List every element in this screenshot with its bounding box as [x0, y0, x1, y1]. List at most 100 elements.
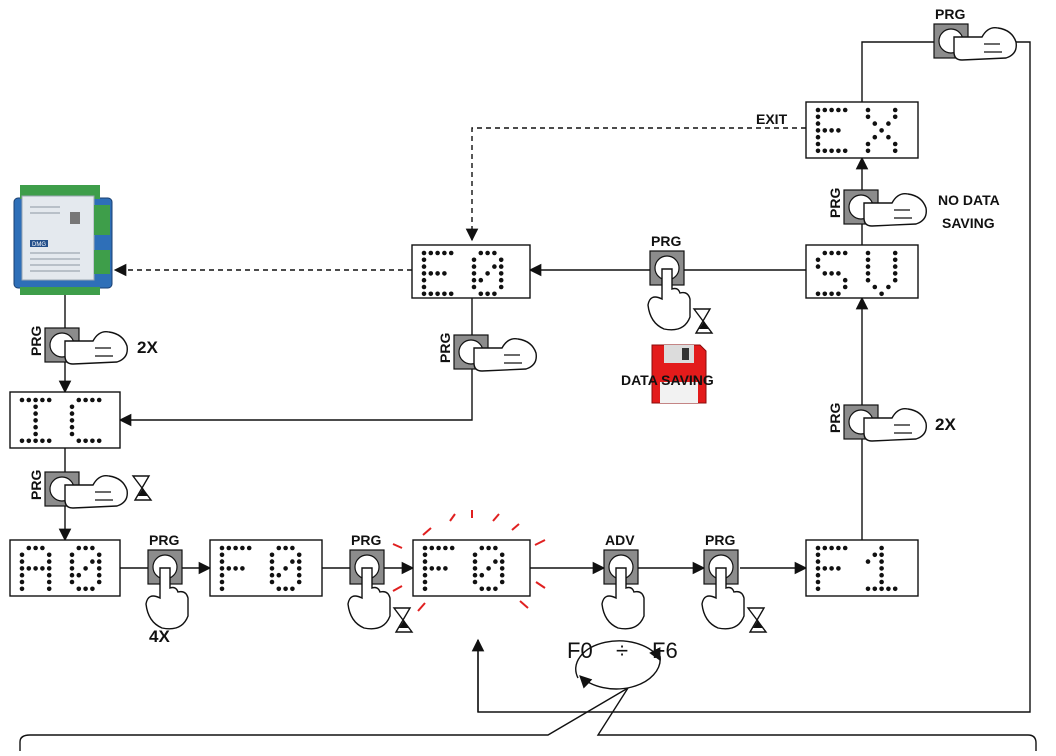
display-dot — [866, 264, 871, 269]
display-dot — [816, 546, 821, 551]
e0-to-ic-arrow — [120, 298, 472, 420]
display-dot — [886, 121, 891, 126]
callout-box — [20, 688, 1036, 751]
display-dot — [77, 546, 82, 551]
display-dot — [422, 292, 427, 297]
ic-display — [10, 392, 120, 448]
display-dot — [450, 546, 455, 551]
display-dot — [836, 271, 841, 276]
buttons[interactable]: PRG PRG PRG PRG PRG PRG PRG PRG ADV PRG PRG — [28, 6, 1016, 632]
display-dot — [492, 251, 497, 256]
prg-button-ic[interactable]: PRG — [28, 470, 151, 508]
display-dot — [423, 566, 428, 571]
save-display — [806, 245, 918, 298]
display-dot — [20, 587, 25, 592]
display-dot — [270, 566, 275, 571]
display-dot — [297, 573, 302, 578]
display-dot — [485, 251, 490, 256]
display-dot — [886, 285, 891, 290]
range-end-label: F6 — [652, 638, 678, 663]
adv-button[interactable]: ADV — [602, 532, 644, 629]
display-dot — [283, 546, 288, 551]
display-dot — [836, 546, 841, 551]
display-dot — [879, 587, 884, 592]
display-dot — [486, 566, 491, 571]
display-dot — [297, 580, 302, 585]
display-dot — [486, 587, 491, 592]
display-dot — [472, 285, 477, 290]
display-dot — [27, 566, 32, 571]
display-dot — [423, 573, 428, 578]
display-dot — [499, 271, 504, 276]
display-dot — [33, 566, 38, 571]
display-dot — [499, 278, 504, 283]
display-dot — [480, 587, 485, 592]
times-4x-label: 4X — [149, 627, 170, 646]
display-dot — [70, 573, 75, 578]
range-start-label: F0 — [567, 638, 593, 663]
display-dot — [220, 546, 225, 551]
prg-button-save[interactable]: PRG — [648, 233, 712, 333]
display-dot — [829, 108, 834, 113]
display-dot — [220, 573, 225, 578]
display-dot — [227, 546, 232, 551]
display-dot — [97, 559, 102, 564]
display-dot — [90, 398, 95, 403]
times-2x-label-left: 2X — [137, 338, 158, 357]
display-dot — [843, 285, 848, 290]
display-dot — [97, 566, 102, 571]
display-dot — [436, 566, 441, 571]
display-dot — [47, 439, 52, 444]
display-dot — [270, 580, 275, 585]
display-dot — [270, 553, 275, 558]
display-dot — [423, 559, 428, 564]
display-dot — [893, 258, 898, 263]
device-brand: DMG — [32, 242, 46, 248]
prg-button-device[interactable]: PRG — [28, 326, 127, 364]
display-dot — [500, 566, 505, 571]
hourglass-icon — [694, 309, 712, 333]
prg-button-f1[interactable]: PRG — [827, 403, 926, 441]
display-dot — [879, 573, 884, 578]
display-dot — [47, 580, 52, 585]
prg-button-f0-confirm[interactable]: PRG — [702, 532, 766, 632]
display-dot — [422, 278, 427, 283]
prg-button-a0[interactable]: PRG — [146, 532, 188, 629]
device-module-icon: DMG — [14, 185, 112, 295]
display-dot — [97, 553, 102, 558]
display-dot — [83, 546, 88, 551]
display-dot — [227, 566, 232, 571]
display-dot — [816, 149, 821, 154]
display-dot — [290, 559, 295, 564]
display-dot — [20, 398, 25, 403]
display-dot — [233, 566, 238, 571]
display-dot — [277, 587, 282, 592]
display-dot — [40, 566, 45, 571]
exit-to-e0-dashed — [472, 128, 806, 240]
display-dot — [240, 546, 245, 551]
display-dot — [83, 587, 88, 592]
display-dot — [429, 292, 434, 297]
display-dot — [422, 258, 427, 263]
display-dot — [297, 553, 302, 558]
display-dot — [430, 566, 435, 571]
display-dot — [479, 278, 484, 283]
display-dot — [97, 573, 102, 578]
display-dot — [442, 251, 447, 256]
display-dot — [886, 135, 891, 140]
display-dot — [40, 439, 45, 444]
prg-button-no-save[interactable]: PRG — [827, 188, 926, 226]
prg-button-e0[interactable]: PRG — [437, 333, 536, 371]
display-dot — [20, 566, 25, 571]
prg-button-f0[interactable]: PRG — [348, 532, 412, 632]
display-dot — [33, 439, 38, 444]
display-dot — [423, 587, 428, 592]
display-dot — [829, 566, 834, 571]
display-dot — [486, 546, 491, 551]
display-dot — [472, 271, 477, 276]
prg-button-exit[interactable]: PRG — [934, 6, 1016, 60]
display-dot — [893, 251, 898, 256]
display-dot — [843, 149, 848, 154]
display-dot — [829, 546, 834, 551]
display-dot — [500, 559, 505, 564]
